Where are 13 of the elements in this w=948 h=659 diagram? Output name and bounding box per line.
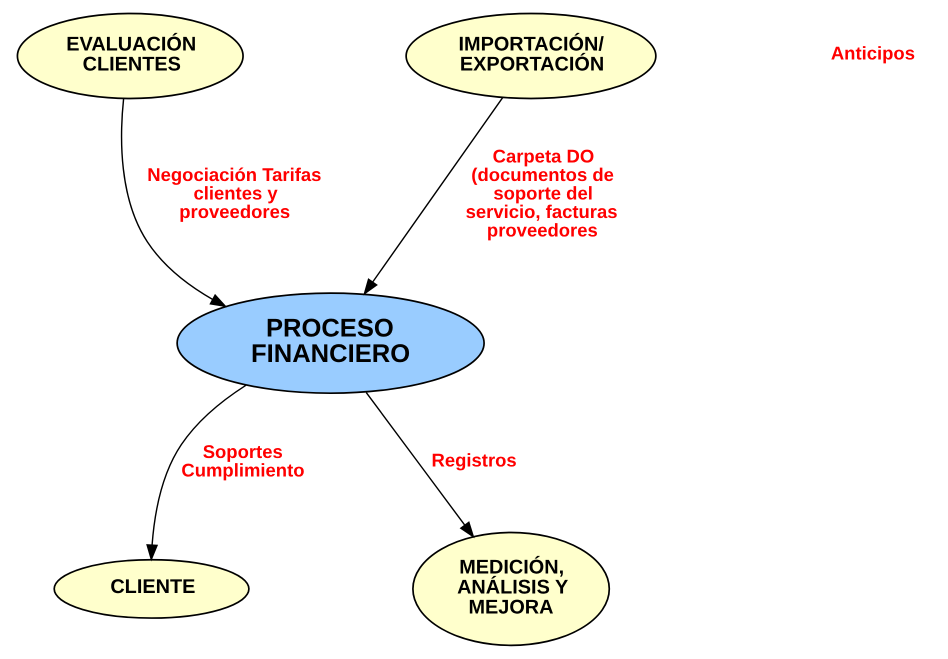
arrow <box>120 98 228 308</box>
node-ellipse: IMPORTACIÓN/ EXPORTACIÓN <box>405 12 657 100</box>
edge-label: Soportes Cumplimiento <box>181 440 305 480</box>
node-ellipse: EVALUACIÓN CLIENTES <box>16 12 244 100</box>
edge-label: Registros <box>432 449 517 470</box>
node-ellipse: CLIENTE <box>53 558 250 619</box>
arrow <box>366 392 475 538</box>
node-ellipse: MEDICIÓN, ANÁLISIS Y MEJORA <box>412 532 610 646</box>
edge-label: Negociación Tarifas clientes y proveedores <box>147 164 322 222</box>
edge-label: Carpeta DO (documentos de soporte del servicio, facturas proveedores <box>466 146 618 241</box>
label: Anticipos <box>830 42 915 64</box>
arrow <box>363 97 504 296</box>
arrow <box>146 384 246 562</box>
